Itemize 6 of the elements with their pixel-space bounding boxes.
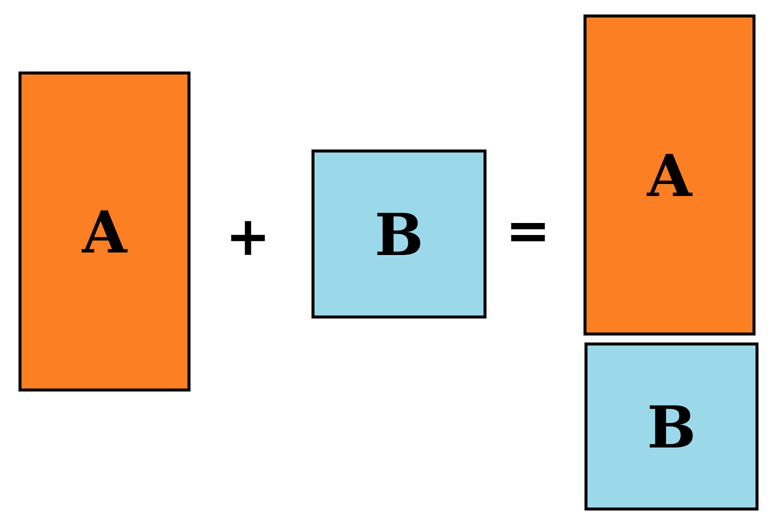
letter-box: A <box>18 72 190 392</box>
operator-symbol: + <box>231 221 265 255</box>
letter-box: B <box>584 342 758 510</box>
letter-box: A <box>584 14 756 336</box>
operator-symbol: = <box>511 223 545 242</box>
letter-box: B <box>312 150 486 318</box>
